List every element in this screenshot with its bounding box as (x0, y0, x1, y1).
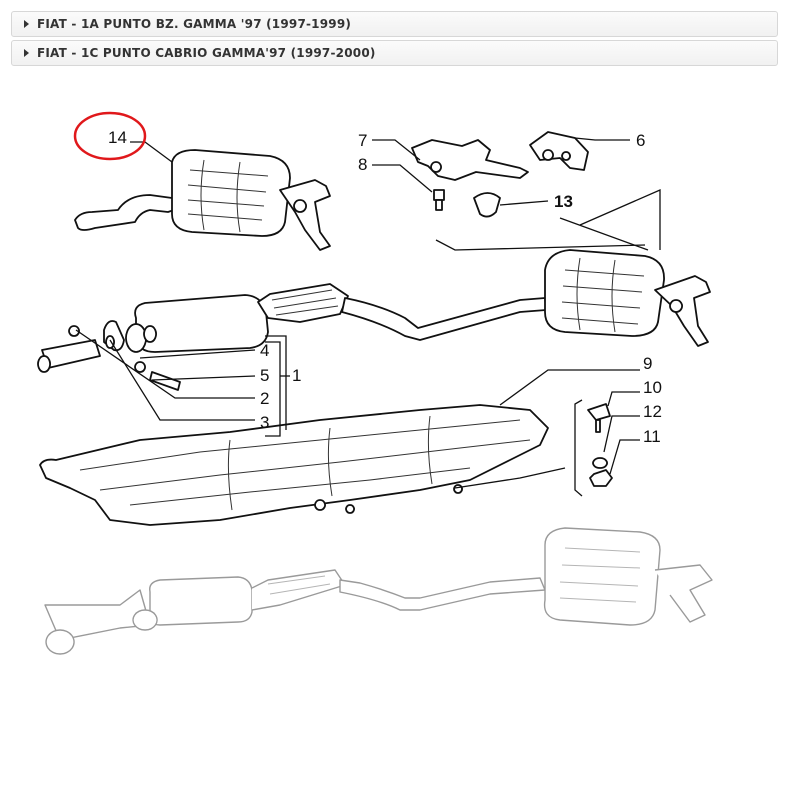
callout-11: 11 (643, 427, 661, 446)
gasket-3 (103, 320, 125, 352)
callout-4: 4 (260, 341, 269, 360)
bolt-5 (149, 371, 181, 391)
front-silencer (125, 294, 269, 353)
callout-7: 7 (358, 131, 367, 150)
callout-10: 10 (643, 378, 662, 397)
washer-4 (134, 361, 146, 373)
heat-shield-9 (39, 404, 549, 526)
ghost-exhaust-assembly (44, 527, 713, 655)
nut-11 (589, 469, 613, 487)
accordion-header-punto-bz[interactable]: FIAT - 1A PUNTO BZ. GAMMA '97 (1997-1999… (11, 11, 778, 37)
rear-muffler-main (544, 249, 711, 347)
callout-1: 1 (292, 366, 301, 385)
middle-pipe (341, 297, 547, 341)
leader-lines (75, 137, 661, 497)
front-pipe-stub (37, 339, 101, 373)
highlight-ring (73, 111, 147, 161)
bolt-8 (433, 189, 445, 211)
callout-13: 13 (554, 192, 573, 211)
accordion-label: FIAT - 1A PUNTO BZ. GAMMA '97 (1997-1999… (37, 17, 352, 31)
rear-muffler-14 (74, 149, 331, 251)
caret-right-icon (24, 20, 29, 28)
bracket-7 (411, 139, 529, 181)
washer-12 (592, 457, 608, 469)
callout-2: 2 (260, 389, 269, 408)
callout-9: 9 (643, 354, 652, 373)
rubber-mount-13 (473, 192, 501, 218)
caret-right-icon (24, 49, 29, 57)
callout-8: 8 (358, 155, 367, 174)
callout-5: 5 (260, 366, 269, 385)
callout-14: 14 (108, 128, 127, 147)
callout-12: 12 (643, 402, 662, 421)
bracket-6 (529, 131, 589, 171)
clip-10 (587, 403, 611, 433)
callout-3: 3 (260, 413, 269, 432)
exhaust-parts-diagram: 14 7 6 8 13 4 5 1 2 3 9 10 12 11 (37, 111, 713, 655)
accordion-header-punto-cabrio[interactable]: FIAT - 1C PUNTO CABRIO GAMMA'97 (1997-20… (11, 40, 778, 66)
accordion-label: FIAT - 1C PUNTO CABRIO GAMMA'97 (1997-20… (37, 46, 376, 60)
catalytic-converter (257, 283, 349, 323)
callout-labels: 14 7 6 8 13 4 5 1 2 3 9 10 12 11 (108, 128, 662, 446)
callout-6: 6 (636, 131, 645, 150)
nut-2 (68, 325, 80, 337)
